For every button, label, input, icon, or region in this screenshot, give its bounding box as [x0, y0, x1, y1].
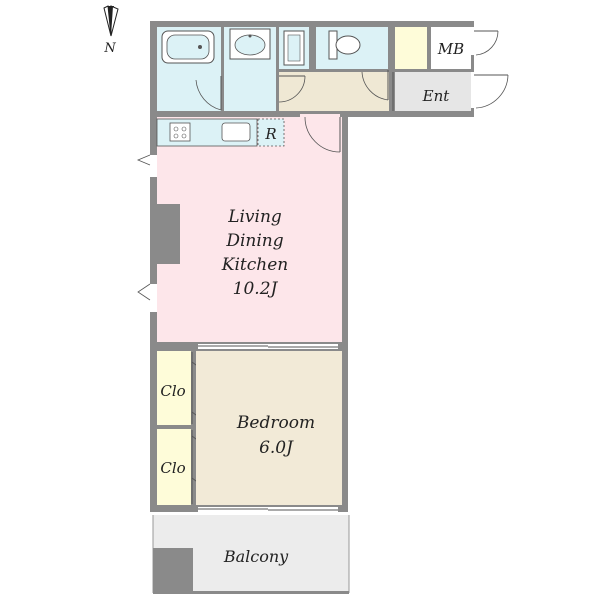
north-label: N	[103, 41, 116, 56]
balcony-label: Balcony	[223, 547, 289, 566]
ldk-label-line-2: Dining	[225, 231, 283, 251]
north-arrow-icon	[103, 5, 119, 37]
balcony	[152, 515, 350, 594]
bedroom-label-line-2: 6.0J	[259, 438, 294, 458]
toilet-icon	[328, 30, 361, 60]
toilet-door-icon	[361, 70, 389, 101]
refrigerator-space	[257, 118, 285, 147]
entrance	[395, 72, 471, 111]
refrigerator-label: R	[264, 125, 276, 143]
ldk-door-icon	[300, 114, 341, 153]
closet-lower	[157, 429, 191, 505]
meter-box-label: MB	[437, 40, 464, 58]
meter-box-door-icon	[471, 27, 499, 56]
window-upper-left	[136, 154, 157, 177]
bedroom-room	[196, 351, 342, 505]
bedroom-label: Bedroom 6.0J	[236, 413, 315, 458]
balcony-window	[198, 507, 338, 512]
ldk-label-line-4: 10.2J	[233, 279, 279, 299]
bathroom-door-icon	[195, 76, 222, 111]
bathtub-icon	[161, 30, 215, 64]
shoe-closet	[395, 27, 427, 69]
hallway	[279, 72, 389, 111]
ldk-label-line-3: Kitchen	[221, 255, 288, 275]
wash-basin-icon	[229, 28, 271, 60]
column	[150, 204, 180, 264]
ldk-label: Living Dining Kitchen 10.2J	[221, 207, 288, 299]
meter-box	[431, 27, 471, 69]
ldk-room	[157, 117, 342, 342]
washing-machine-icon	[283, 30, 305, 66]
kitchen-counter	[156, 118, 258, 147]
window-lower-left	[137, 283, 157, 312]
entrance-door-icon	[471, 72, 509, 109]
closet-upper	[157, 351, 191, 425]
bedroom-label-line-1: Bedroom	[236, 413, 315, 433]
ldk-label-line-1: Living	[227, 207, 282, 227]
outdoor-unit	[153, 548, 193, 593]
washroom-door-icon	[278, 75, 306, 103]
closet-lower-label: Clo	[160, 459, 185, 477]
entrance-label: Ent	[422, 87, 451, 105]
sliding-door-ldk-bedroom	[198, 344, 338, 349]
closet-upper-label: Clo	[160, 382, 185, 400]
